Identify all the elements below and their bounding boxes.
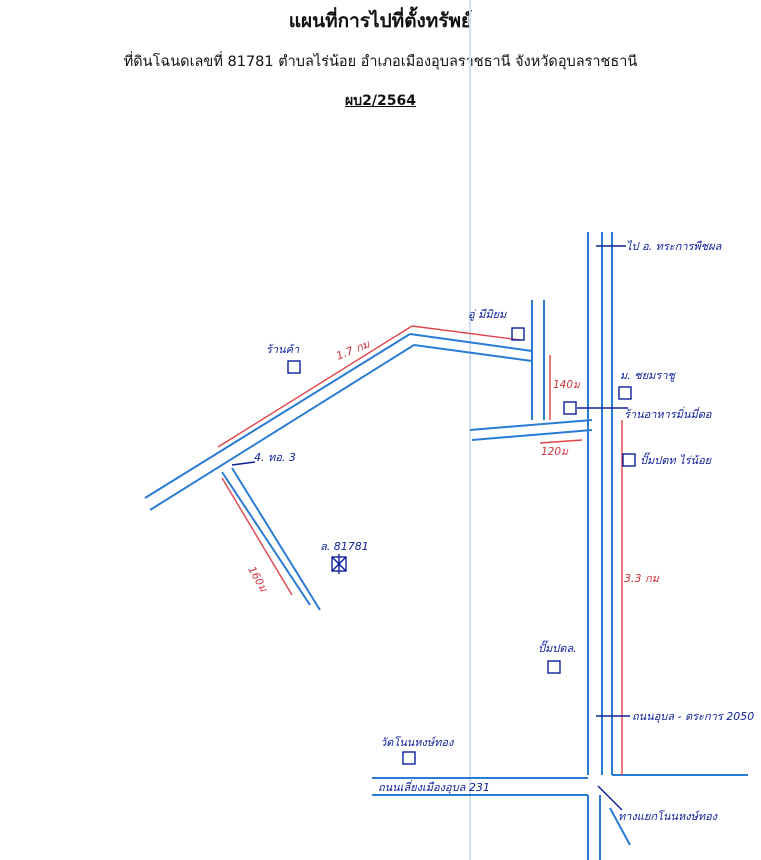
- label-gas-station: ปั๊มปตท ไร่น้อย: [640, 452, 713, 467]
- label-dist-top: 1.7 กม: [334, 337, 372, 362]
- label-road-ubon: ถนนอุบล - ตระการ 2050: [632, 710, 754, 723]
- village-marker: [511, 327, 525, 341]
- label-house: ม. ชยมราชู: [620, 369, 676, 382]
- label-gas-small: ปั๊มปตล.: [538, 640, 577, 655]
- village-road-edge-2: [413, 344, 533, 362]
- village-road-edge-1: [409, 333, 533, 352]
- restaurant-marker: [563, 401, 577, 415]
- map-labels: ไป อ. ทระการพืชผล อู่ มีมิยม ร้านค้า 1.7…: [245, 240, 754, 823]
- connector-road-edge-2: [471, 429, 593, 441]
- label-junction: 4. ทอ. 3: [254, 451, 296, 464]
- label-intersection: ทางแยกโนนหงษ์ทอง: [618, 810, 719, 823]
- branch-road-edge-1: [221, 471, 311, 606]
- document-code: ผบ2/2564: [345, 93, 416, 109]
- dim-line-160: [221, 477, 293, 596]
- intersection-leader: [597, 785, 623, 811]
- label-village: อู่ มีมิยม: [468, 308, 507, 321]
- label-land-marker: ล. 81781: [320, 540, 369, 553]
- bottom-right-diagonal: [609, 807, 631, 846]
- label-road-bypass: ถนนเลี่ยงเมืองอุบล 231: [378, 779, 490, 794]
- label-dist-140: 140ม: [553, 379, 581, 391]
- page-title: แผนที่การไปที่ตั้งทรัพย์: [288, 10, 473, 32]
- label-restaurant: ร้านอาหารมิ่นมี่ดอ: [624, 406, 712, 421]
- leader-lines: [231, 245, 630, 811]
- label-dist-long: 3.3 กม: [624, 572, 660, 585]
- label-mail-office: ไป อ. ทระการพืชผล: [626, 240, 723, 253]
- shop-left-marker: [287, 360, 301, 374]
- gas-small-marker: [547, 660, 561, 674]
- junction-leader: [231, 461, 256, 466]
- land-description: ที่ดินโฉนดเลขที่ 81781 ตำบลไร่น้อย อำเภอ…: [123, 54, 638, 70]
- connector-road-edge-1: [469, 419, 593, 431]
- dim-line-village: [411, 325, 521, 341]
- label-dist-120: 120ม: [541, 446, 569, 458]
- branch-road-edge-2: [231, 467, 321, 611]
- label-temple: วัดโนนหงษ์ทอง: [380, 736, 455, 749]
- dim-line-top: [217, 325, 413, 448]
- diagonal-road-edge-2: [149, 344, 415, 511]
- roads: [144, 232, 748, 860]
- label-shop-left: ร้านค้า: [266, 343, 300, 356]
- dimension-lines: [217, 325, 623, 775]
- diagonal-road-edge-1: [144, 333, 411, 499]
- land-parcel-marker: [331, 554, 347, 574]
- markers: [287, 327, 636, 765]
- house-marker: [618, 386, 632, 400]
- label-dist-160: 160ม: [245, 565, 269, 595]
- gas-station-marker: [622, 453, 636, 467]
- temple-marker: [402, 751, 416, 765]
- dim-line-120: [539, 439, 583, 444]
